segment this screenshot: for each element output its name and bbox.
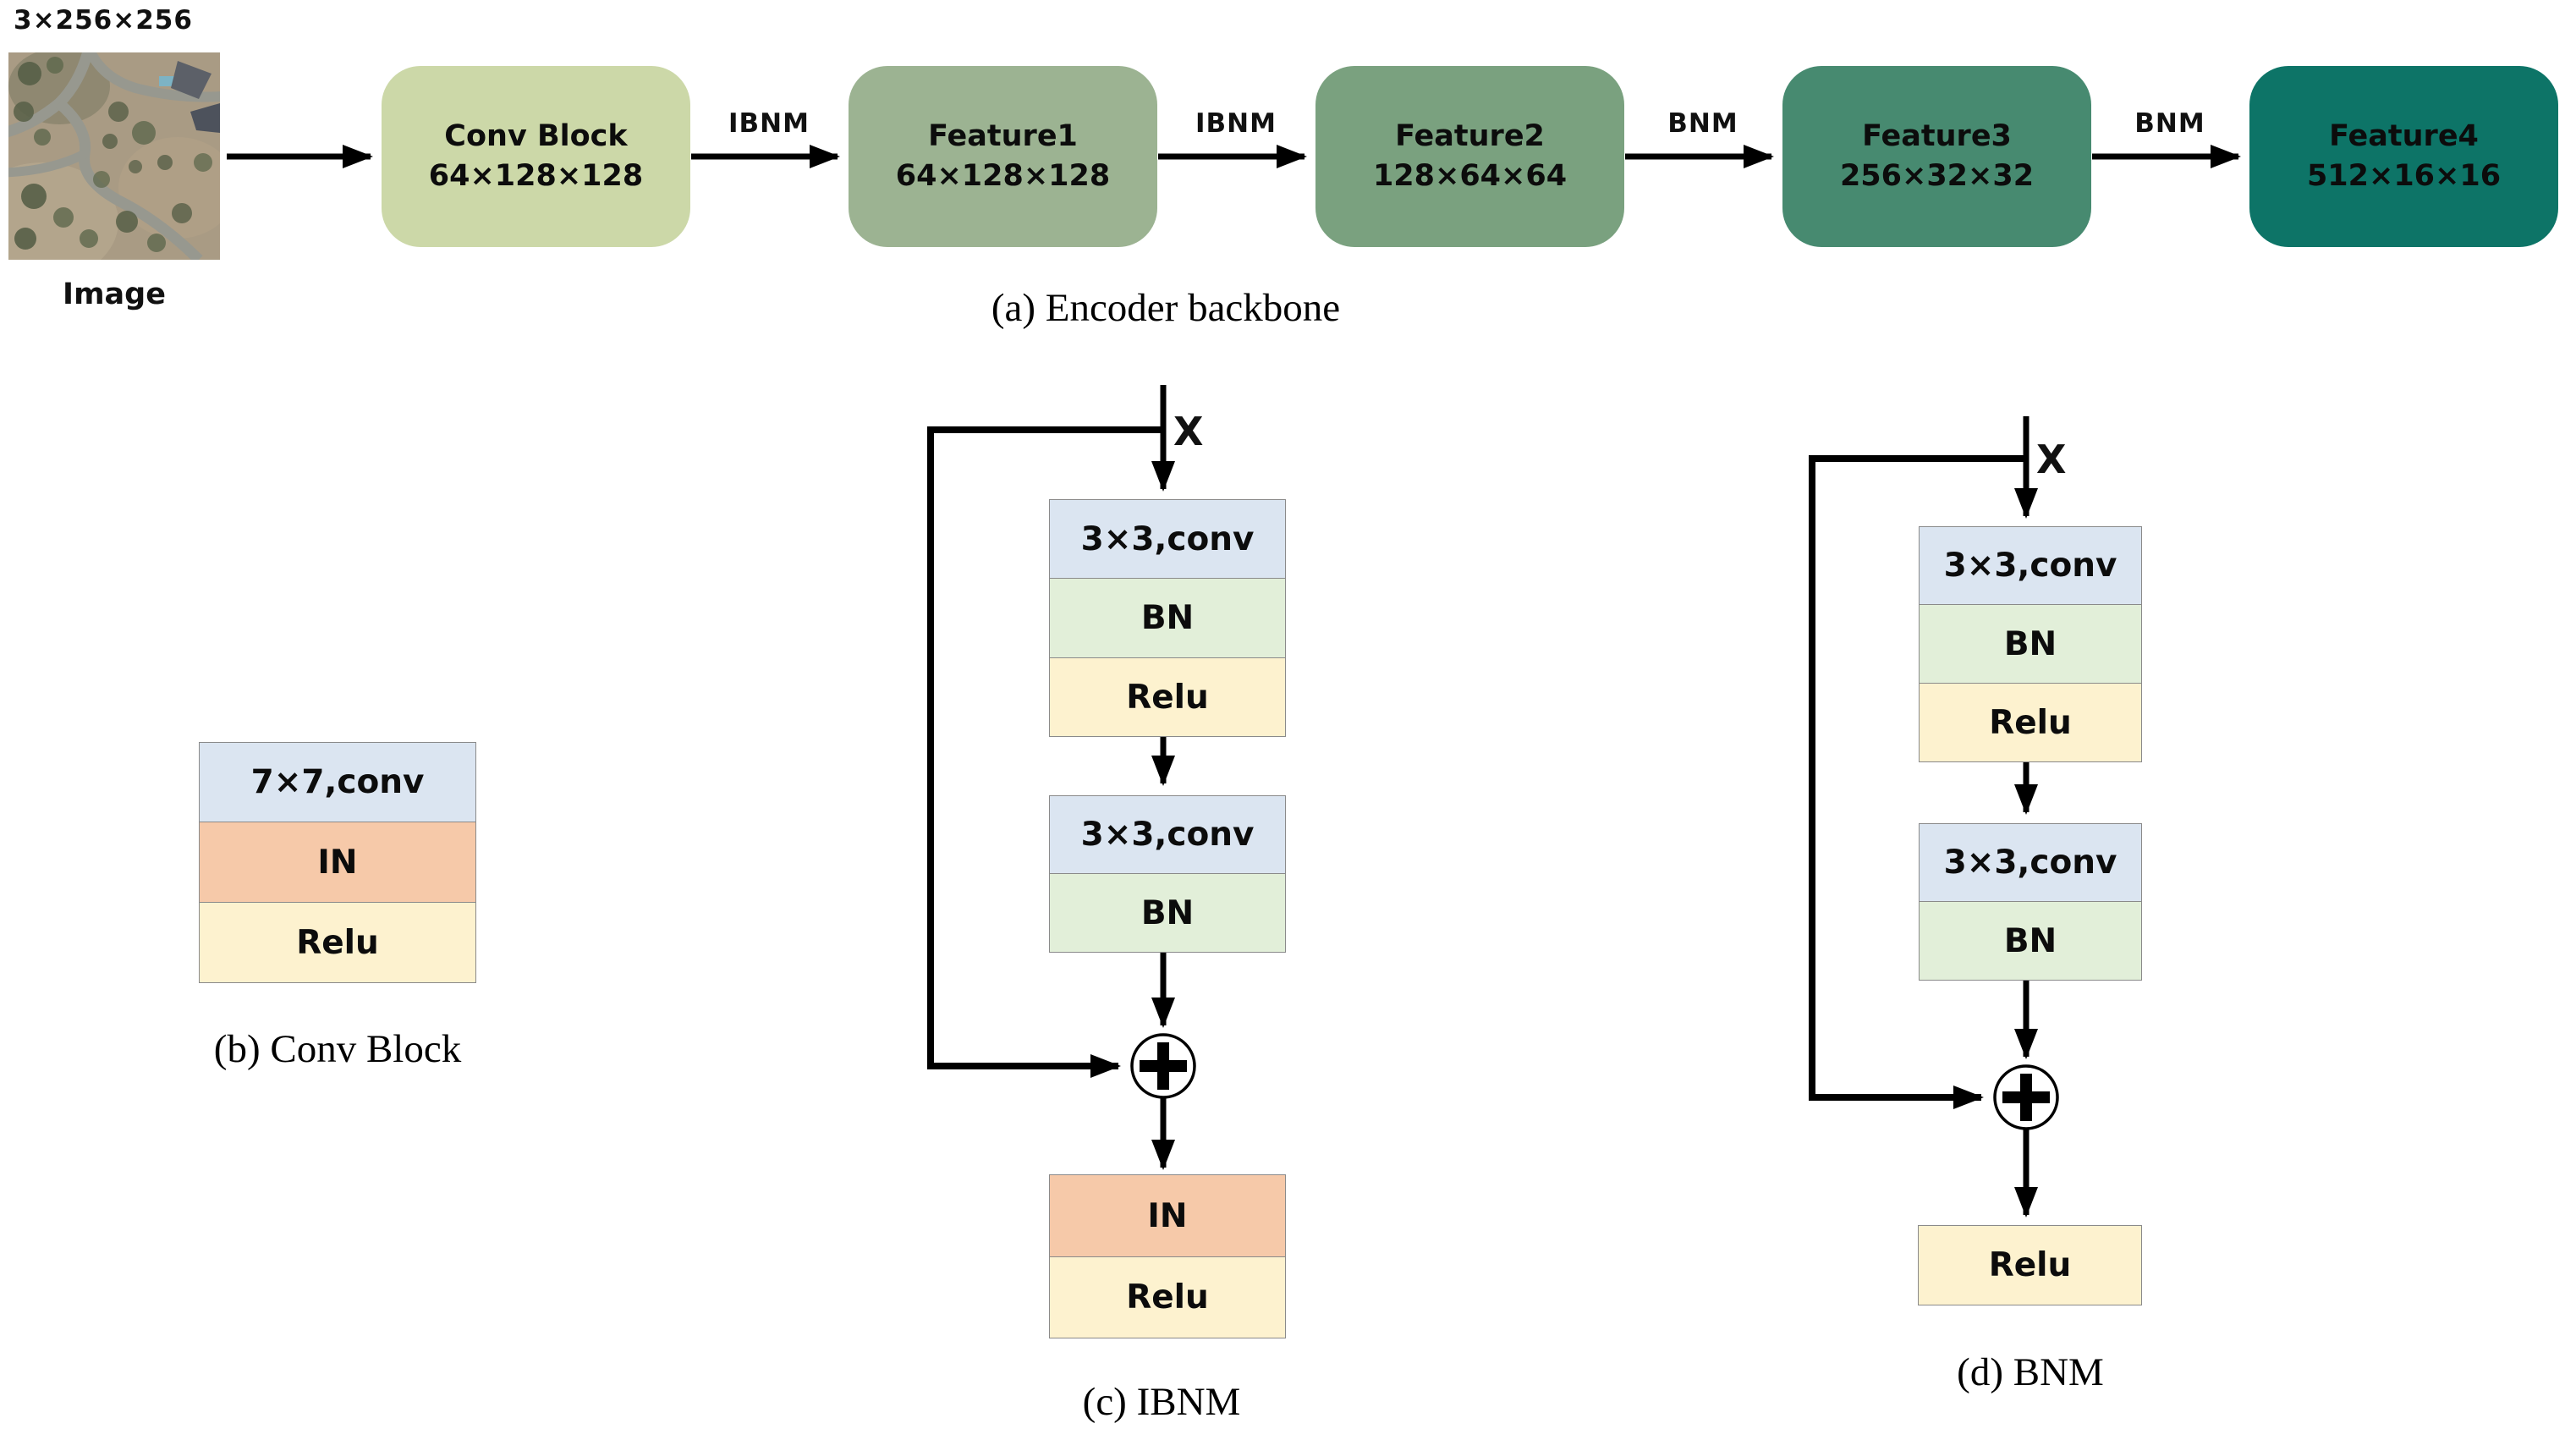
bnm-input-x-label: X	[2036, 437, 2067, 482]
ibnm-stack-2: 3×3,conv BN	[1049, 795, 1286, 953]
flow-label-bnm-1: BNM	[1667, 108, 1738, 139]
caption-c: (c) IBNM	[1082, 1380, 1241, 1424]
layer-bn: BN	[1049, 874, 1286, 953]
layer-relu: Relu	[1049, 1257, 1286, 1338]
layer-3x3-conv: 3×3,conv	[1049, 795, 1286, 874]
caption-a: (a) Encoder backbone	[991, 286, 1341, 330]
caption-b: (b) Conv Block	[213, 1027, 462, 1071]
layer-relu: Relu	[1918, 1225, 2142, 1305]
ibnm-sum-node	[1130, 1033, 1196, 1099]
bnm-sum-node	[1993, 1064, 2059, 1130]
caption-d: (d) BNM	[1957, 1350, 2104, 1394]
block-title: Feature2	[1395, 119, 1545, 153]
layer-in: IN	[1049, 1174, 1286, 1257]
block-dims: 64×128×128	[428, 159, 644, 193]
conv-block-stack: 7×7,conv IN Relu	[199, 742, 476, 983]
ibnm-input-x-label: X	[1173, 409, 1204, 454]
layer-relu: Relu	[1049, 658, 1286, 737]
encoder-block-feature1: Feature1 64×128×128	[849, 66, 1157, 247]
encoder-block-feature3: Feature3 256×32×32	[1782, 66, 2091, 247]
aerial-image	[0, 46, 237, 281]
encoder-block-feature4: Feature4 512×16×16	[2249, 66, 2558, 247]
block-title: Feature3	[1862, 119, 2012, 153]
bnm-stack-2: 3×3,conv BN	[1919, 823, 2142, 981]
block-dims: 256×32×32	[1839, 159, 2035, 193]
block-title: Feature4	[2329, 119, 2479, 153]
layer-bn: BN	[1049, 579, 1286, 658]
layer-relu: Relu	[199, 903, 476, 983]
encoder-block-feature2: Feature2 128×64×64	[1315, 66, 1624, 247]
block-title: Feature1	[928, 119, 1078, 153]
block-dims: 64×128×128	[895, 159, 1111, 193]
block-dims: 128×64×64	[1372, 159, 1568, 193]
layer-relu: Relu	[1919, 684, 2142, 762]
ibnm-stack-1: 3×3,conv BN Relu	[1049, 499, 1286, 737]
encoder-block-conv: Conv Block 64×128×128	[382, 66, 690, 247]
layer-bn: BN	[1919, 605, 2142, 684]
input-dims-label: 3×256×256	[14, 5, 193, 36]
bnm-stack-3: Relu	[1918, 1225, 2142, 1305]
flow-label-ibnm-1: IBNM	[728, 108, 810, 139]
ibnm-stack-3: IN Relu	[1049, 1174, 1286, 1338]
flow-label-ibnm-2: IBNM	[1195, 108, 1277, 139]
layer-in: IN	[199, 822, 476, 903]
bnm-stack-1: 3×3,conv BN Relu	[1919, 526, 2142, 762]
block-dims: 512×16×16	[2306, 159, 2502, 193]
layer-3x3-conv: 3×3,conv	[1049, 499, 1286, 579]
layer-3x3-conv: 3×3,conv	[1919, 823, 2142, 902]
block-title: Conv Block	[444, 119, 628, 153]
layer-3x3-conv: 3×3,conv	[1919, 526, 2142, 605]
layer-7x7-conv: 7×7,conv	[199, 742, 476, 822]
layer-bn: BN	[1919, 902, 2142, 981]
input-image-label: Image	[63, 278, 166, 311]
flow-label-bnm-2: BNM	[2134, 108, 2205, 139]
aerial-image-graphic	[0, 46, 237, 281]
